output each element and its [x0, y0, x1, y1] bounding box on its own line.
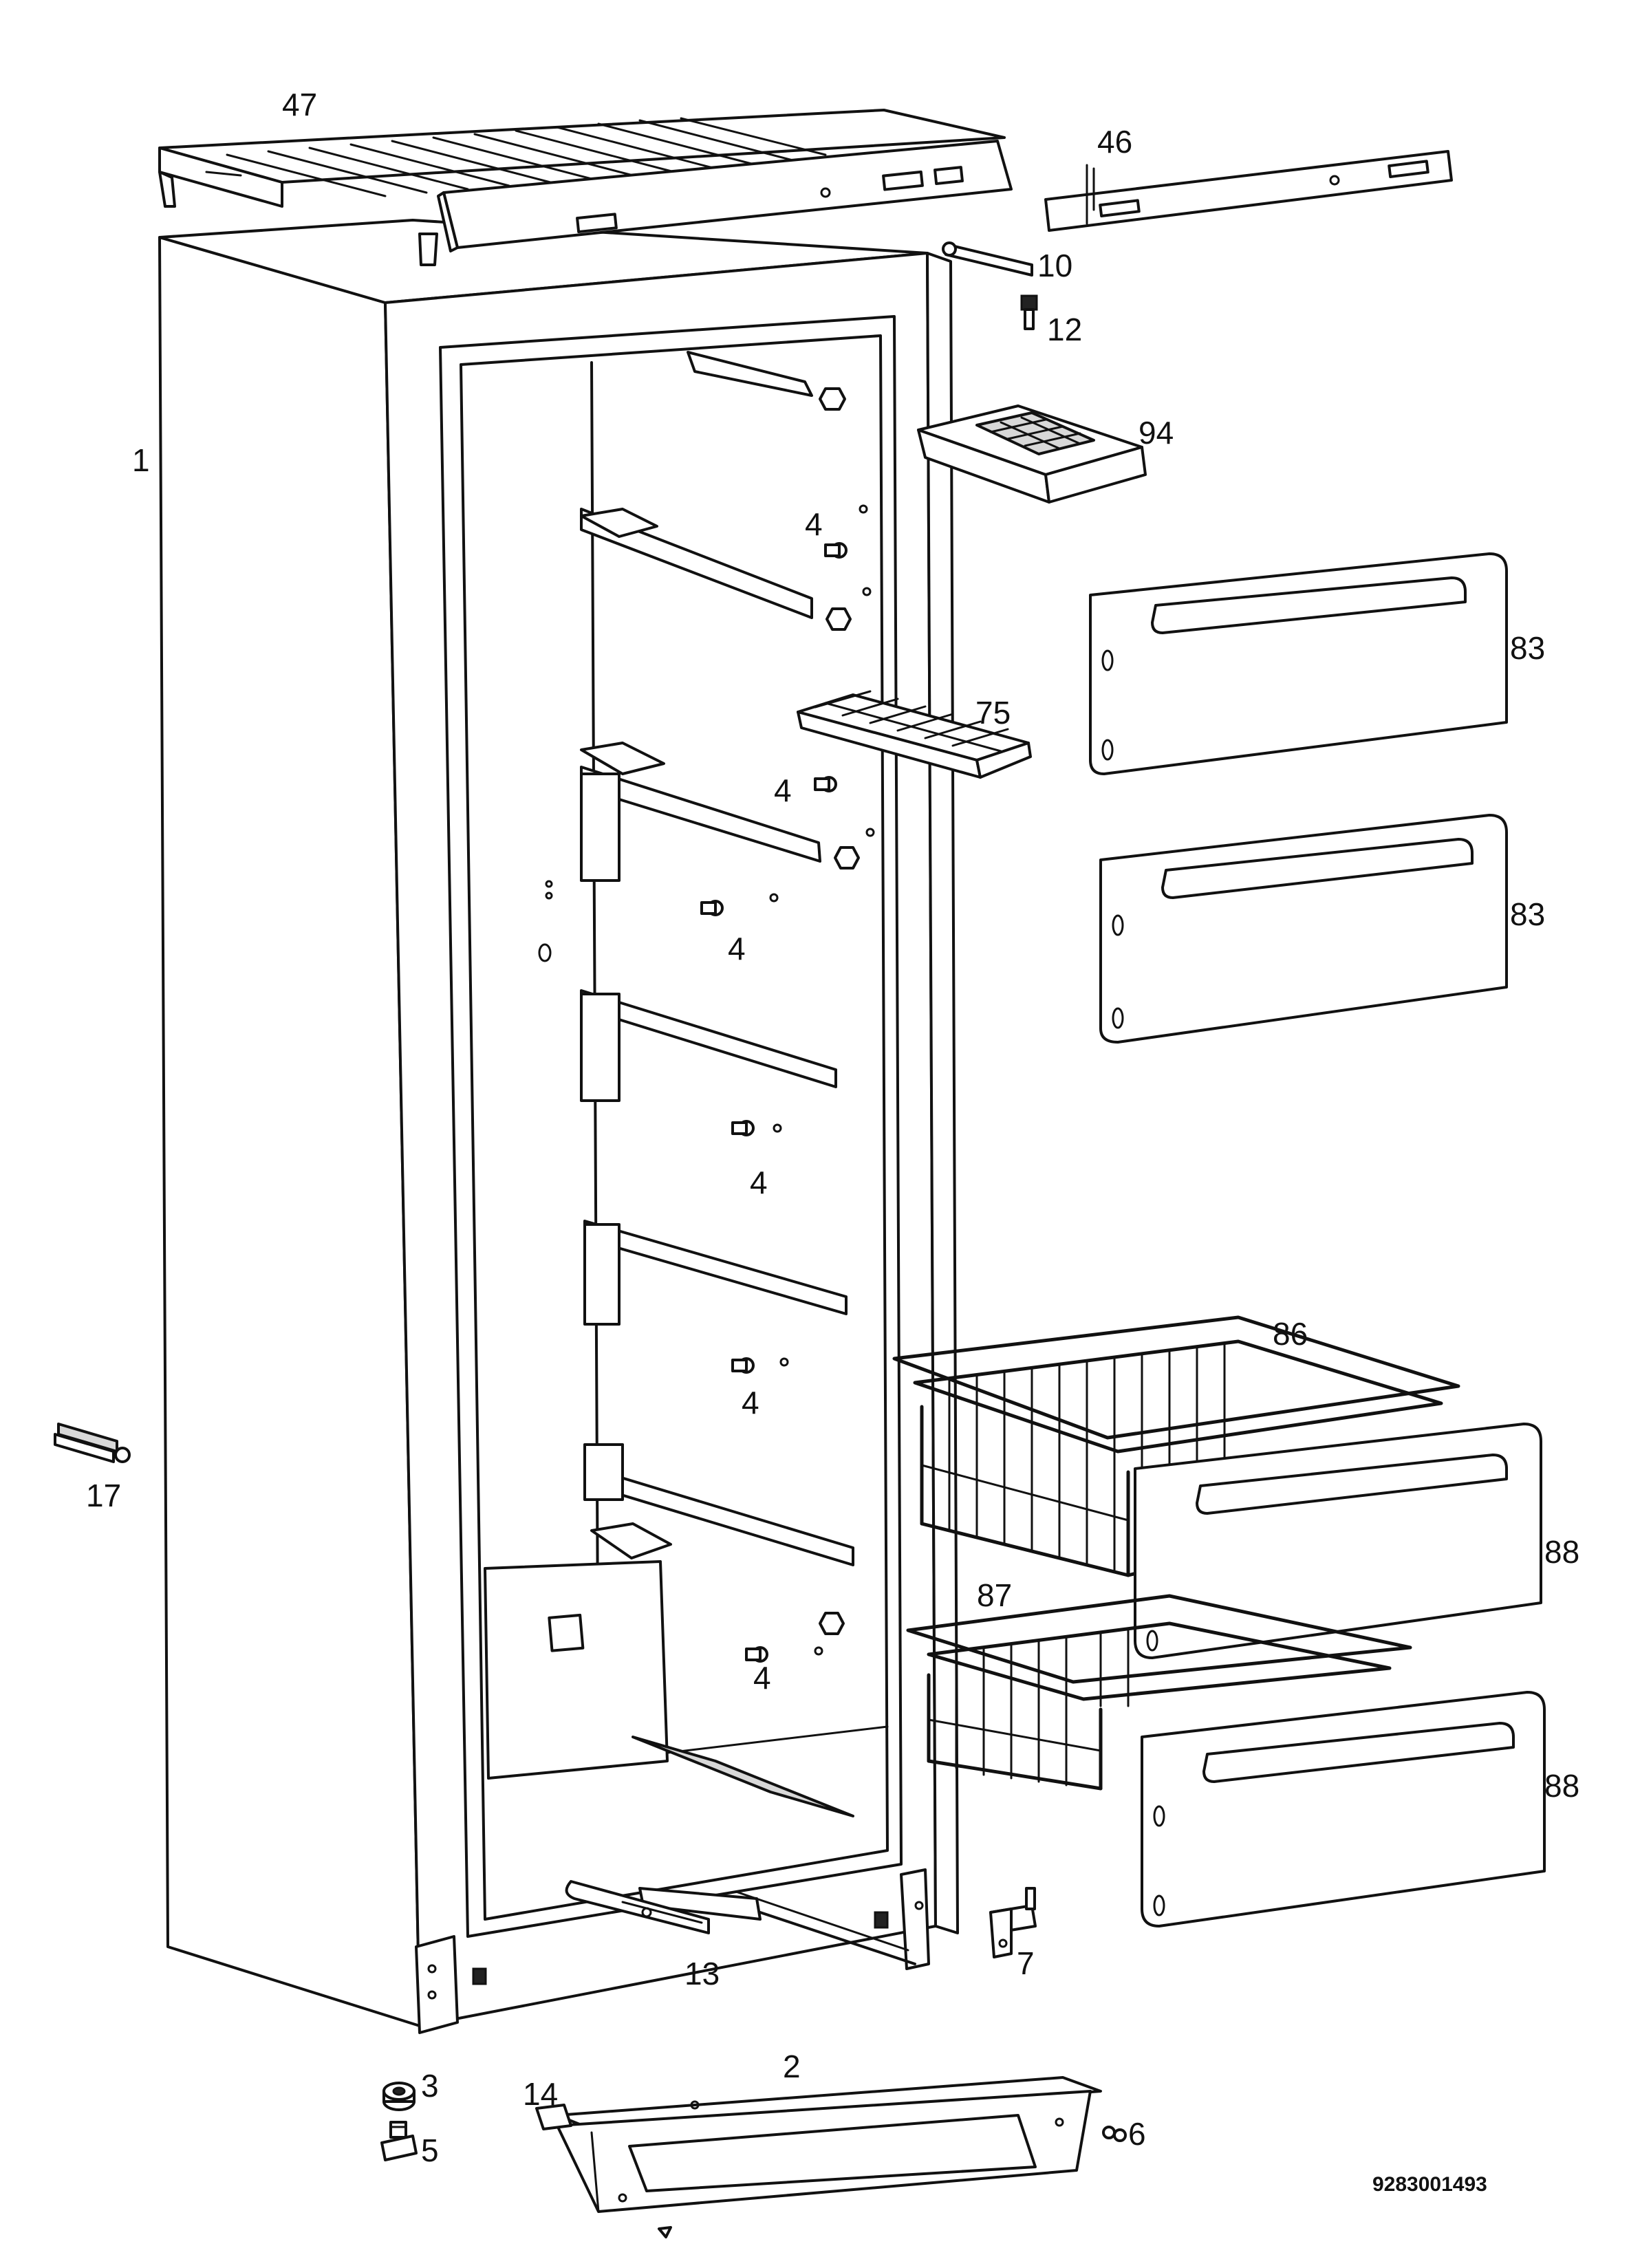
bottom-hinge-part-13 [565, 1880, 710, 1934]
screw-part-12 [1020, 294, 1038, 330]
callout-94: 94 [1139, 415, 1174, 451]
flap-door-part-83-lower [1099, 814, 1508, 1044]
callout-4-e: 4 [742, 1385, 759, 1421]
hinge-bracket-part-7 [989, 1887, 1037, 1958]
callout-10: 10 [1037, 248, 1072, 283]
callout-6: 6 [1128, 2116, 1146, 2152]
kick-plate-part-2 [535, 2076, 1102, 2238]
callout-3: 3 [421, 2068, 439, 2104]
drawer-front-part-88-lower [1141, 1691, 1546, 1927]
trim-strip-part-46 [1044, 150, 1453, 232]
document-number: 9283001493 [1372, 2173, 1487, 2196]
callout-17: 17 [86, 1478, 121, 1513]
callout-87: 87 [977, 1577, 1012, 1613]
flap-door-part-83-upper [1089, 552, 1508, 775]
callout-4-c: 4 [728, 931, 746, 966]
callout-86: 86 [1273, 1316, 1308, 1352]
callout-75: 75 [975, 695, 1011, 731]
foot-part-3 [382, 2082, 416, 2111]
callout-83-lower: 83 [1510, 896, 1545, 932]
top-cover-part-47 [158, 109, 1013, 266]
callout-88-lower: 88 [1544, 1768, 1579, 1804]
callout-13: 13 [684, 1956, 720, 1991]
callout-46: 46 [1097, 124, 1132, 160]
callout-12: 12 [1047, 312, 1082, 347]
callout-14: 14 [523, 2076, 558, 2112]
adjustable-foot-part-5 [380, 2121, 418, 2161]
support-pins [700, 387, 875, 1663]
drawer-front-part-88-upper [1134, 1423, 1542, 1659]
callout-4-f: 4 [753, 1660, 771, 1696]
callout-1: 1 [132, 442, 150, 478]
callout-4-a: 4 [805, 506, 823, 542]
thermostat-part-17 [54, 1423, 131, 1463]
callout-88-upper: 88 [1544, 1534, 1579, 1570]
callout-labels: 47 46 10 12 1 94 4 83 75 4 83 4 4 86 4 1… [86, 87, 1579, 2196]
wire-basket-part-87 [906, 1594, 1412, 1791]
callout-5: 5 [421, 2132, 439, 2168]
hinge-part-10 [942, 241, 1033, 277]
wire-basket-part-86 [892, 1315, 1460, 1577]
cabinet-part-1 [158, 219, 959, 2034]
callout-7: 7 [1017, 1945, 1035, 1981]
ice-box-part-94 [917, 404, 1147, 504]
shelf-rails [580, 351, 854, 1921]
callout-4-b: 4 [774, 773, 792, 808]
callout-4-d: 4 [750, 1165, 768, 1200]
callout-2: 2 [783, 2049, 801, 2084]
callout-83-upper: 83 [1510, 630, 1545, 666]
clip-part-6 [1102, 2126, 1127, 2142]
ice-tray-part-75 [797, 690, 1032, 779]
callout-47: 47 [282, 87, 317, 122]
